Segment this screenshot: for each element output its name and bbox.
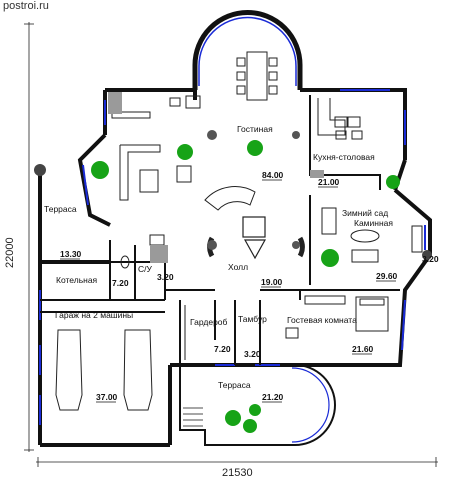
area-bay-right: 3.20 <box>422 254 439 264</box>
label-living: Гостиная <box>237 124 273 134</box>
label-kitchen: Кухня-столовая <box>313 152 375 162</box>
area-terrace-left: 13.30 <box>60 249 82 259</box>
dining-apse <box>192 10 303 90</box>
area-values: 84.00 21.00 13.30 7.20 3.20 19.00 29.60 … <box>60 170 439 402</box>
area-living: 84.00 <box>262 170 284 180</box>
label-hall: Холл <box>228 262 248 272</box>
label-wc: С/У <box>138 264 153 274</box>
area-underlines <box>60 179 396 403</box>
area-winter-garden: 29.60 <box>376 271 398 281</box>
site-watermark: postroi.ru <box>3 0 49 12</box>
dimension-width: 21530 <box>222 467 253 479</box>
area-guest: 21.60 <box>352 344 374 354</box>
terrace-apse <box>179 364 336 446</box>
label-winter-garden-1: Зимний сад <box>342 208 388 218</box>
furniture <box>55 51 423 411</box>
label-boiler: Котельная <box>56 275 98 285</box>
area-wc: 3.20 <box>157 272 174 282</box>
bay-column <box>422 250 432 260</box>
plants <box>91 140 400 433</box>
area-hall: 19.00 <box>261 277 283 287</box>
label-wardrobe: Гардероб <box>190 317 228 327</box>
label-guest: Гостевая комната <box>287 315 357 325</box>
label-garage: Гараж на 2 машины <box>55 310 133 320</box>
room-labels: Гостиная Кухня-столовая Терраса Зимний с… <box>44 124 393 390</box>
area-garage: 37.00 <box>96 392 118 402</box>
area-vestibule: 3.20 <box>244 349 261 359</box>
area-boiler: 7.20 <box>112 278 129 288</box>
area-terrace-bottom: 21.20 <box>262 392 284 402</box>
wall-fill <box>108 92 324 263</box>
label-terrace-left: Терраса <box>44 204 77 214</box>
area-kitchen: 21.00 <box>318 177 340 187</box>
columns <box>207 130 300 250</box>
label-winter-garden-2: Каминная <box>354 218 393 228</box>
label-vestibule: Тамбур <box>238 314 267 324</box>
dimension-height: 22000 <box>4 237 16 268</box>
dimension-lines <box>24 22 438 467</box>
terrace-column <box>34 164 46 176</box>
label-terrace-bottom: Терраса <box>218 380 251 390</box>
hall-emblem <box>242 216 267 260</box>
area-wardrobe: 7.20 <box>214 344 231 354</box>
